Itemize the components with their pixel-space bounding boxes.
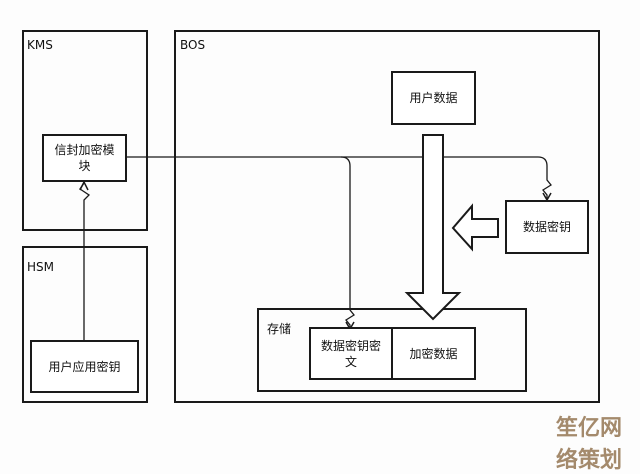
- hsm-label: HSM: [27, 260, 54, 274]
- kms-container: [22, 30, 148, 231]
- user-data-down-arrow: [404, 134, 462, 321]
- hsm-to-envelope-arrowhead: [79, 180, 89, 191]
- envelope-encryption-module: 信封加密模块: [42, 134, 127, 182]
- user-app-key: 用户应用密钥: [30, 340, 139, 393]
- storage-label: 存储: [267, 322, 292, 336]
- data-key-left-arrow: [451, 203, 499, 252]
- data-key: 数据密钥: [505, 200, 589, 254]
- user-data: 用户数据: [391, 71, 476, 125]
- envelope-to-datakey-connector: [126, 156, 552, 199]
- envelope-to-ciphertext-connector: [340, 156, 355, 328]
- hsm-container: [22, 246, 148, 403]
- connectors: [79, 134, 552, 340]
- storage-container: [257, 308, 527, 392]
- data-key-ciphertext: 数据密钥密文: [309, 327, 393, 380]
- bos-label: BOS: [180, 38, 206, 52]
- encrypted-data: 加密数据: [391, 327, 476, 380]
- hsm-to-envelope-connector: [79, 182, 91, 340]
- kms-label: KMS: [27, 38, 53, 52]
- bos-container: [174, 30, 600, 403]
- watermark-text: 笙亿网络策划: [556, 416, 623, 473]
